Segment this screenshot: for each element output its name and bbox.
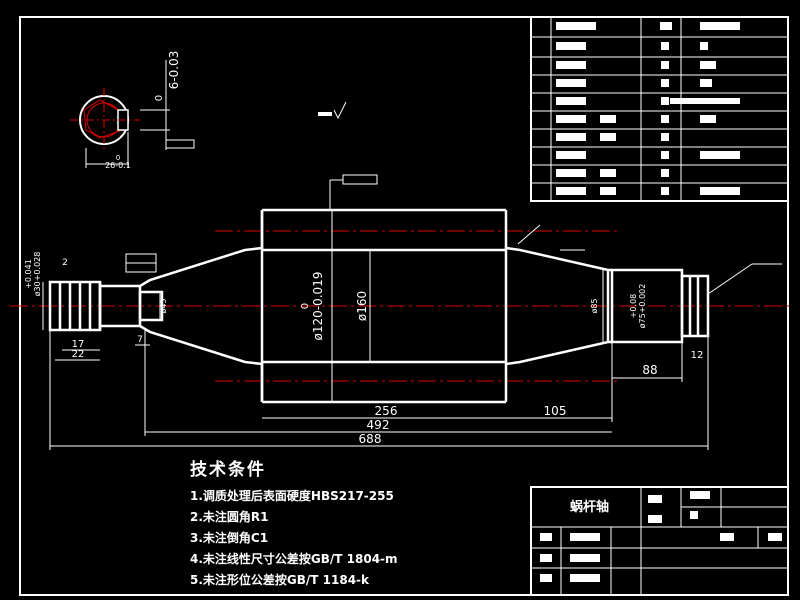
dim-88: 88 [642,363,657,377]
dim-dia-120: ø120-0.019 [311,272,325,341]
dim-dia-30-upper: +0.041 [24,259,33,289]
dimension-lines [42,210,709,450]
technical-requirements: 技术条件 1.调质处理后表面硬度HBS217-255 2.未注圆角R1 3.未注… [190,455,398,591]
dim-dia-75: ø75+0.002 [638,284,647,329]
dim-22: 22 [72,349,85,360]
dim-dia-75-upper: +0.08 [629,294,638,319]
dim-256: 256 [375,404,398,418]
keyway-section-view: 6-0.03 0 26-0.1 0 [70,51,195,170]
requirement-item: 3.未注倒角C1 [190,531,269,545]
dim-total-length: 688 [359,432,382,446]
requirement-item: 2.未注圆角R1 [190,510,269,524]
requirement-item: 1.调质处理后表面硬度HBS217-255 [190,489,394,503]
worm-shaft-outline [48,208,710,404]
dim-2: 2 [62,258,68,268]
roughness-symbol [333,101,347,120]
dim-dia-45: ø45 [159,298,168,313]
dim-dia-120-upper: 0 [300,303,311,309]
dim-keyway-width-upper: 0 [154,95,165,101]
dim-keyway-width: 6-0.03 [167,51,181,90]
dim-dia-30: ø30+0.028 [33,252,42,297]
dim-keyway-depth-upper: 0 [116,154,120,162]
requirement-item: 4.未注线性尺寸公差按GB/T 1804-m [190,552,398,566]
dim-105: 105 [544,404,567,418]
title-block: 蜗杆轴 [530,486,789,596]
requirement-item: 5.未注形位公差按GB/T 1184-k [190,573,370,587]
dim-492: 492 [367,418,390,432]
dim-12: 12 [691,350,704,361]
dim-17: 17 [72,339,85,350]
tolerance-frame-body [342,174,378,185]
technical-requirements-title: 技术条件 [190,460,266,480]
dim-keyway-depth: 26-0.1 [105,161,131,170]
dim-dia-160: ø160 [355,291,369,321]
part-name: 蜗杆轴 [570,499,609,515]
worm-parameter-table [530,16,789,202]
dim-7: 7 [137,335,143,345]
dim-dia-85: ø85 [590,298,599,313]
